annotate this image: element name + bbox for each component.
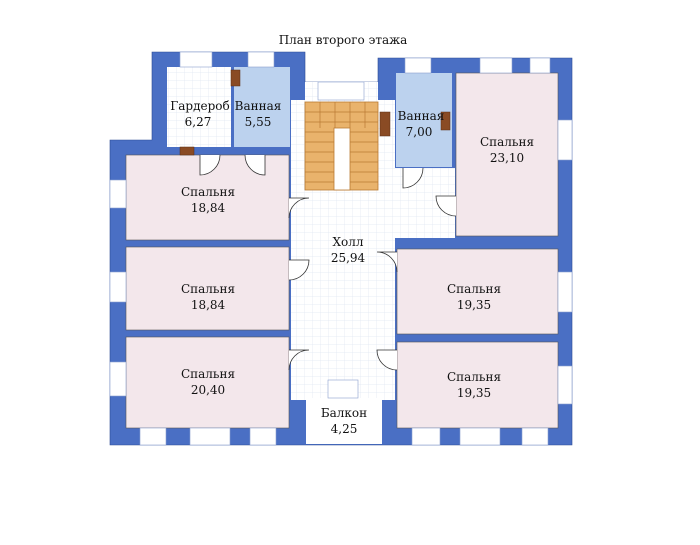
fixtures [179, 69, 451, 156]
bath-left-floor [234, 67, 290, 147]
wardrobe-area: 6,27 [185, 115, 212, 129]
bedroom-sw-floor [125, 336, 290, 429]
bedroom-w1-area: 18,84 [191, 201, 226, 215]
bedroom-ne-floor [455, 72, 559, 237]
hall-area: 25,94 [331, 251, 366, 265]
heater-bath-left [230, 69, 241, 87]
bedroom-w2-area: 18,84 [191, 298, 226, 312]
heater-wardrobe [179, 146, 195, 156]
hall-name: Холл [332, 235, 363, 249]
bath-right-area: 7,00 [406, 125, 433, 139]
bedroom-sw-name: Спальня [181, 367, 235, 381]
balcony-floor [306, 398, 382, 444]
heater-bath-right [440, 111, 451, 131]
room-labels: Гардероб 6,27 Ванная 5,55 Ванная 7,00 Сп… [170, 99, 534, 436]
bedroom-w1-name: Спальня [181, 185, 235, 199]
bedroom-sw-area: 20,40 [191, 383, 225, 397]
heater-stairs [379, 111, 391, 137]
bedroom-e-area: 19,35 [457, 298, 491, 312]
bedroom-se-area: 19,35 [457, 386, 491, 400]
bath-right-name: Ванная [398, 109, 445, 123]
windows [109, 51, 573, 446]
bedroom-w2-name: Спальня [181, 282, 235, 296]
bedroom-se-name: Спальня [447, 370, 501, 384]
doors [199, 154, 457, 371]
wardrobe-name: Гардероб [170, 99, 229, 113]
balcony-area: 4,25 [331, 422, 358, 436]
bath-left-area: 5,55 [245, 115, 272, 129]
bedroom-e-name: Спальня [447, 282, 501, 296]
bath-left-name: Ванная [235, 99, 282, 113]
plan-title: План второго этажа [279, 33, 408, 47]
bedroom-se-floor [396, 341, 559, 429]
balcony-name: Балкон [321, 406, 367, 420]
wardrobe-floor [167, 67, 231, 147]
bedroom-ne-area: 23,10 [490, 151, 524, 165]
bedroom-ne-name: Спальня [480, 135, 534, 149]
bedroom-e-floor [396, 248, 559, 335]
bedroom-w2-floor [125, 246, 290, 331]
staircase [304, 101, 379, 191]
